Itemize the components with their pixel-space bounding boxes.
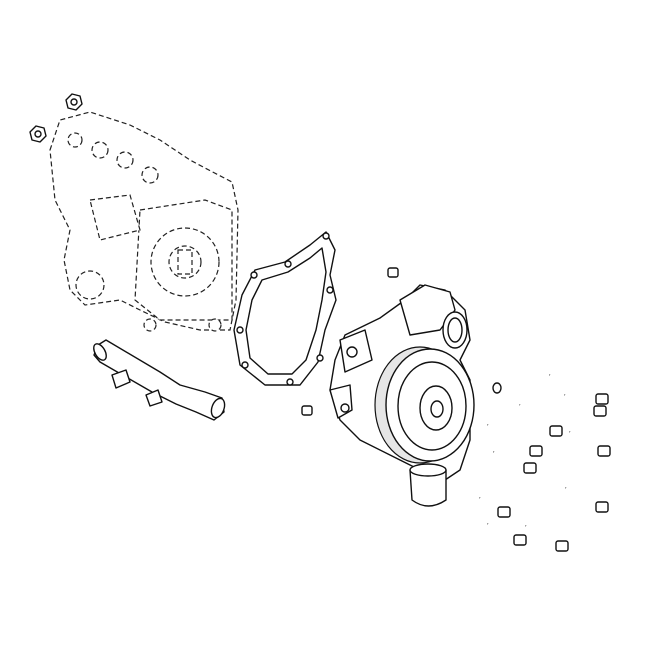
bolt <box>569 430 611 457</box>
gasket <box>233 231 337 386</box>
bolt <box>565 486 609 513</box>
bolt <box>493 450 537 474</box>
bolt <box>487 423 543 457</box>
nut-top <box>65 93 83 111</box>
bolts <box>478 373 611 552</box>
bolt <box>564 393 607 417</box>
bolt <box>525 524 569 552</box>
coolant-pipe <box>93 339 226 421</box>
dowel-top <box>387 267 399 278</box>
bolt <box>518 403 563 437</box>
dowel-bottom <box>301 405 313 416</box>
water-pump <box>329 284 475 507</box>
bolt <box>478 496 511 518</box>
engine-block <box>49 111 239 332</box>
bolt <box>487 522 527 546</box>
washer <box>492 382 502 394</box>
nut-left <box>29 125 47 143</box>
bolt <box>549 373 609 405</box>
pulley <box>374 346 475 464</box>
